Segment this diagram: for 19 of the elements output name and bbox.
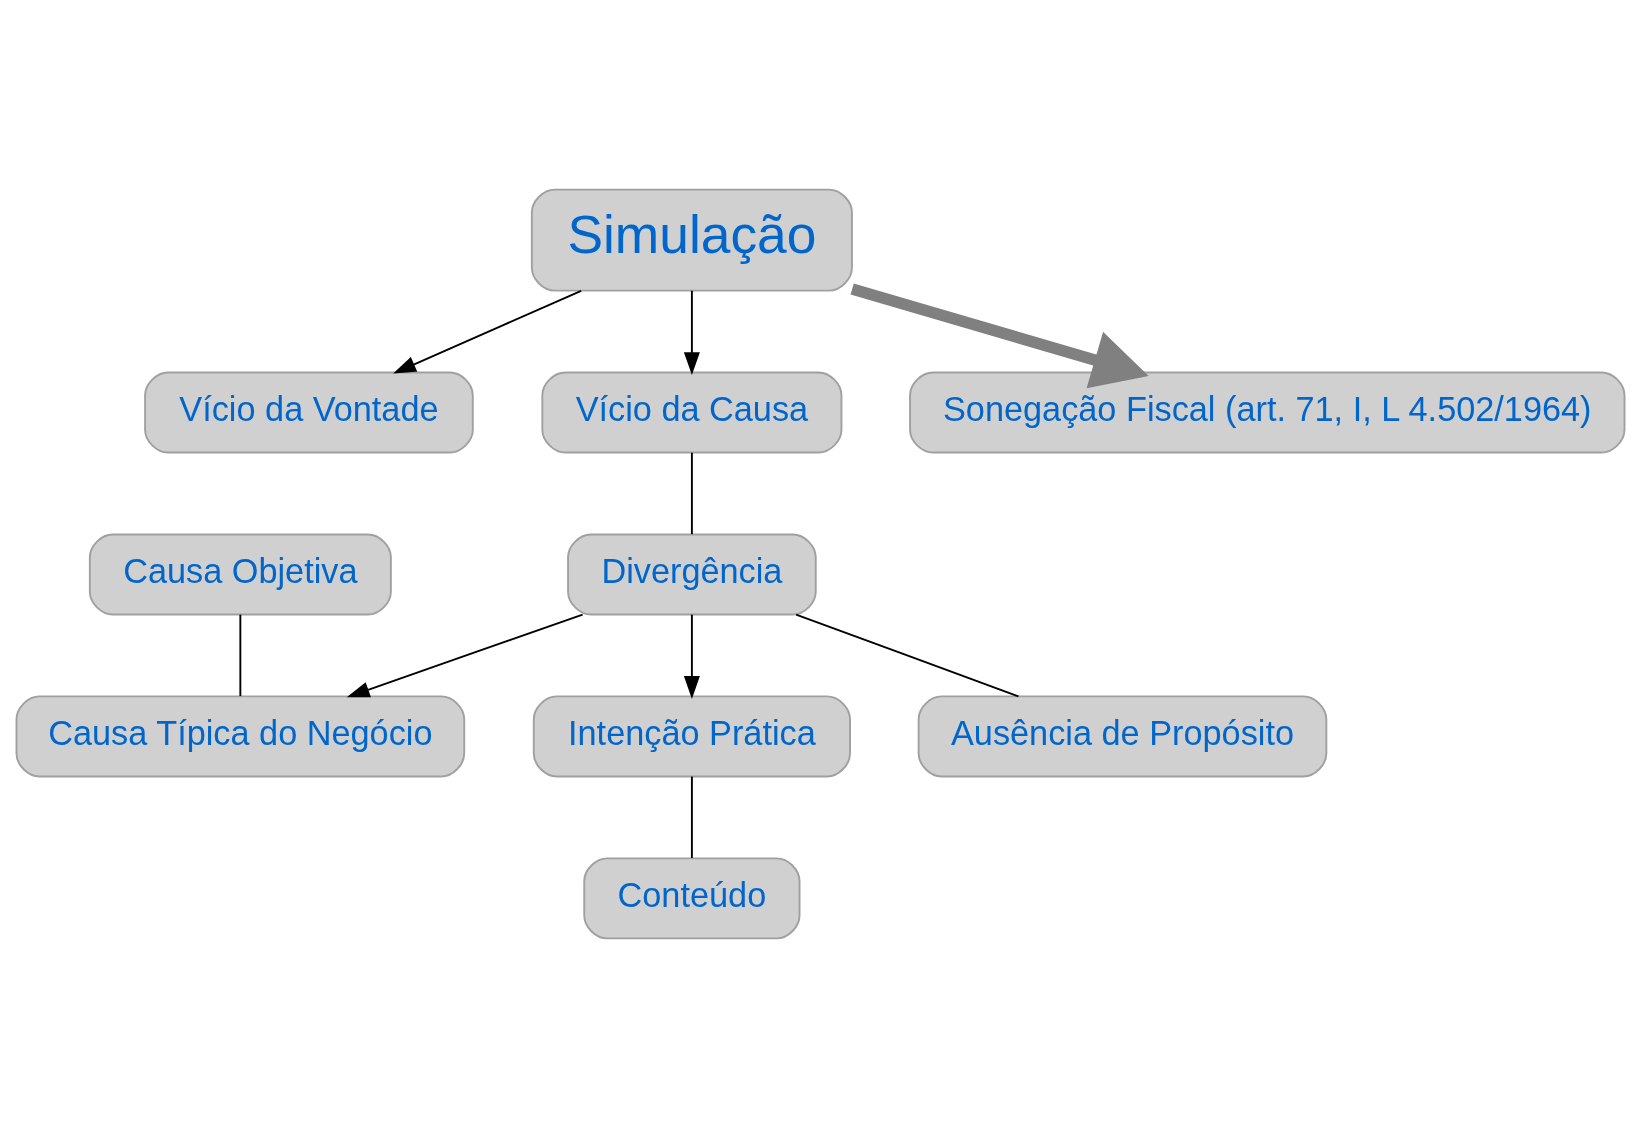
arrow [393, 289, 583, 374]
arrow [683, 613, 700, 699]
arrow [850, 283, 1149, 389]
connector [690, 775, 693, 859]
node-box: Conteúdo [583, 857, 801, 940]
arrow [683, 289, 700, 376]
node-box: Divergência [567, 533, 817, 616]
connector [795, 613, 1020, 698]
connector [239, 613, 242, 697]
node-box: Causa Objetiva [88, 533, 392, 616]
arrow [346, 613, 584, 698]
node-box: Ausência de Propósito [917, 695, 1328, 778]
node-box: Intenção Prática [532, 695, 851, 778]
connector [690, 451, 693, 536]
node-box: Sonegação Fiscal (art. 71, I, L 4.502/1964) [909, 371, 1626, 454]
node-box: Simulação [530, 188, 853, 292]
node-box: Causa Típica do Negócio [15, 695, 466, 778]
node-box: Vício da Causa [541, 371, 843, 454]
node-box: Vício da Vontade [144, 371, 474, 454]
